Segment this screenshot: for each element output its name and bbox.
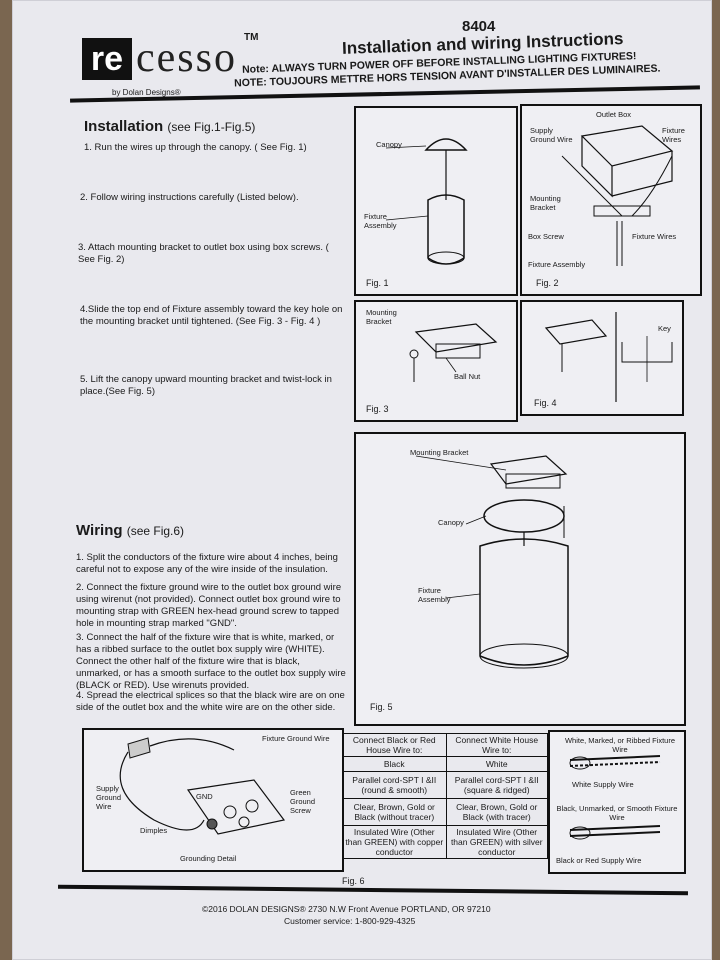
- footer-divider: [57, 884, 689, 896]
- installation-ref: (see Fig.1-Fig.5): [167, 120, 256, 134]
- figure-1: Canopy Fixture Assembly Fig. 1: [354, 106, 518, 296]
- logo-cesso: cesso: [136, 35, 237, 81]
- figure-2: Outlet Box Supply Ground Wire Fixture Wi…: [520, 104, 702, 296]
- fig5-caption: Fig. 5: [370, 702, 393, 712]
- fig2-fixture-wires-label: Fixture Wires: [662, 126, 685, 144]
- fig3-caption: Fig. 3: [366, 404, 389, 414]
- fig2-fixture-assembly-label: Fixture Assembly: [528, 260, 586, 269]
- table-cell: Parallel cord-SPT I &II (square & ridged…: [445, 771, 549, 799]
- fig2-supply-ground-label: Supply Ground Wire: [530, 126, 573, 144]
- fig6-dimples-label: Dimples: [140, 826, 168, 835]
- figure-4: Key Fig. 4: [520, 300, 684, 416]
- installation-heading-text: Installation: [84, 118, 164, 135]
- fig2-mounting-bracket-label: Mounting Bracket: [530, 194, 561, 212]
- table-cell: Clear, Brown, Gold or Black (with tracer…: [445, 798, 549, 826]
- fig2-fixture-wires-label-2: Fixture Wires: [632, 232, 677, 241]
- table-header-black: Connect Black or Red House Wire to:: [342, 733, 447, 757]
- fig6-wire-drawing: [569, 755, 661, 840]
- table-cell: White: [445, 756, 549, 772]
- instruction-sheet: re cesso TM by Dolan Designs® 8404 Insta…: [12, 0, 712, 960]
- wiring-step-3: 3. Connect the half of the fixture wire …: [76, 632, 346, 691]
- fig4-drawing: [544, 312, 673, 402]
- table-cell: Clear, Brown, Gold or Black (without tra…: [342, 798, 447, 826]
- fig1-fixture-label: Fixture Assembly: [364, 212, 397, 230]
- table-cell: Parallel cord-SPT I &II (round & smooth): [342, 771, 447, 799]
- wiring-step-2: 2. Connect the fixture ground wire to th…: [76, 582, 342, 629]
- installation-heading: Installation (see Fig.1-Fig.5): [84, 118, 255, 135]
- install-step-4: 4.Slide the top end of Fixture assembly …: [80, 304, 343, 327]
- table-row: Parallel cord-SPT I &II (round & smooth)…: [342, 771, 549, 799]
- wiring-heading: Wiring (see Fig.6): [76, 522, 184, 539]
- wiring-step-4: 4. Spread the electrical splices so that…: [76, 690, 345, 713]
- install-step-2: 2. Follow wiring instructions carefully …: [80, 192, 299, 203]
- fig3-drawing: [409, 323, 498, 382]
- fig6-gnd-label: GND: [196, 792, 213, 801]
- fig6-caption: Fig. 6: [342, 876, 365, 886]
- table-row: Black White: [342, 756, 549, 772]
- fig6-white-supply-label: White Supply Wire: [572, 780, 634, 789]
- fig5-mounting-bracket-label: Mounting Bracket: [410, 448, 469, 457]
- fig3-ball-nut-label: Ball Nut: [454, 372, 481, 381]
- table-cell: Black: [342, 756, 447, 772]
- fig6-black-supply-label: Black or Red Supply Wire: [556, 856, 642, 865]
- fig6-fixture-ground-label: Fixture Ground Wire: [262, 734, 330, 743]
- figure-3: Mounting Bracket Ball Nut Fig. 3: [354, 300, 518, 422]
- wiring-heading-text: Wiring: [76, 522, 123, 539]
- table-row: Clear, Brown, Gold or Black (without tra…: [342, 798, 549, 826]
- brand-logo: re cesso TM by Dolan Designs®: [82, 32, 259, 102]
- logo-byline: by Dolan Designs®: [112, 88, 181, 97]
- fig4-key-label: Key: [658, 324, 671, 333]
- wiring-ref: (see Fig.6): [126, 524, 185, 538]
- fig2-caption: Fig. 2: [536, 278, 559, 288]
- logo-re: re: [82, 38, 132, 80]
- footer-customer-service: Customer service: 1-800-929-4325: [284, 916, 416, 926]
- table-row: Insulated Wire (Other than GREEN) with c…: [342, 825, 549, 859]
- figure-6-wire-types: White, Marked, or Ribbed Fixture Wire Wh…: [548, 730, 686, 874]
- table-header-white: Connect White House Wire to:: [445, 733, 549, 757]
- fig6-green-screw-label: Green Ground Screw: [290, 788, 316, 815]
- fig5-canopy-label: Canopy: [438, 518, 464, 527]
- install-step-1: 1. Run the wires up through the canopy. …: [84, 142, 307, 153]
- fig5-drawing: [415, 455, 569, 669]
- fig5-fixture-label: Fixture Assembly: [418, 586, 451, 604]
- install-step-5: 5. Lift the canopy upward mounting brack…: [80, 374, 332, 397]
- fig3-mounting-bracket-label: Mounting Bracket: [366, 308, 397, 326]
- figure-6-grounding-detail: Fixture Ground Wire Supply Ground Wire G…: [82, 728, 344, 872]
- fig1-canopy-label: Canopy: [376, 140, 402, 149]
- table-cell: Insulated Wire (Other than GREEN) with c…: [342, 825, 447, 859]
- fig4-caption: Fig. 4: [534, 398, 557, 408]
- table-cell: Insulated Wire (Other than GREEN) with s…: [445, 825, 549, 859]
- figure-5: Mounting Bracket Canopy Fixture Assembly…: [354, 432, 686, 726]
- fig1-drawing: [385, 138, 468, 265]
- logo-tm: TM: [244, 32, 259, 43]
- wire-connection-table: Connect Black or Red House Wire to: Conn…: [342, 733, 549, 859]
- model-number: 8404: [462, 18, 496, 35]
- table-header-row: Connect Black or Red House Wire to: Conn…: [342, 733, 549, 757]
- fig6-grounding-detail-label: Grounding Detail: [180, 854, 237, 863]
- wiring-step-1: 1. Split the conductors of the fixture w…: [76, 552, 338, 575]
- fig2-drawing: [561, 125, 674, 266]
- fig2-outlet-box-label: Outlet Box: [596, 110, 632, 119]
- fig6-grounding-drawing: [119, 737, 286, 835]
- fig1-caption: Fig. 1: [366, 278, 389, 288]
- fig6-white-ribbed-label: White, Marked, or Ribbed Fixture Wire: [564, 736, 676, 754]
- fig6-supply-ground-label: Supply Ground Wire: [96, 784, 122, 811]
- fig2-box-screw-label: Box Screw: [528, 232, 564, 241]
- install-step-3: 3. Attach mounting bracket to outlet box…: [78, 242, 329, 265]
- footer-address: ©2016 DOLAN DESIGNS® 2730 N.W Front Aven…: [202, 904, 491, 914]
- fig6-black-smooth-label: Black, Unmarked, or Smooth Fixture Wire: [556, 804, 678, 822]
